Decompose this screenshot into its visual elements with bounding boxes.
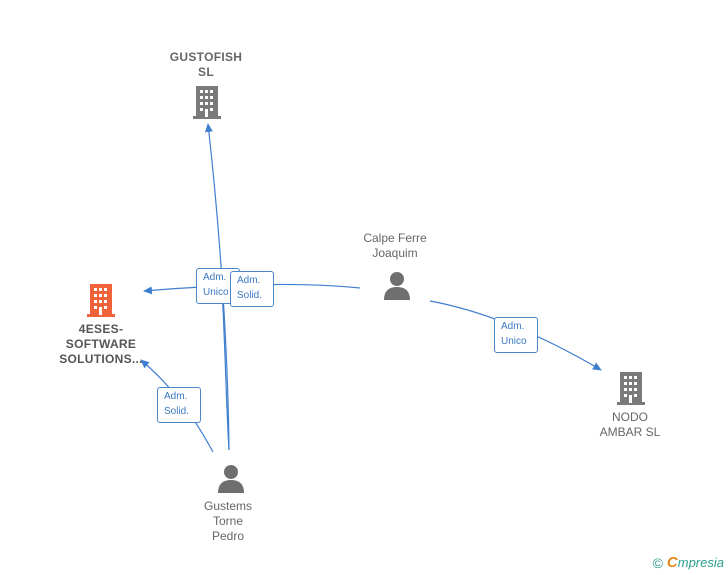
copyright-icon: © (652, 554, 663, 571)
building-icon[interactable] (616, 370, 648, 406)
brand-footer: © Cmpresia (653, 554, 724, 571)
node-label-4eses[interactable]: 4ESES- SOFTWARE SOLUTIONS... (59, 322, 143, 366)
node-label-calpe[interactable]: Calpe Ferre Joaquim (363, 231, 427, 260)
node-label-gustems[interactable]: Gustems Torne Pedro (203, 499, 252, 543)
building-icon[interactable] (192, 84, 224, 120)
person-icon[interactable] (382, 270, 414, 302)
edge-label-adm-solid[interactable]: Adm. Solid. (157, 387, 201, 423)
node-label-gustofish[interactable]: GUSTOFISH SL (169, 50, 243, 79)
edge-label-adm-unico[interactable]: Adm. Unico (494, 317, 538, 353)
building-icon[interactable] (86, 282, 118, 318)
person-icon[interactable] (216, 463, 248, 495)
edge-label-adm-solid[interactable]: Adm. Solid. (230, 271, 274, 307)
node-label-nodo-ambar[interactable]: NODO AMBAR SL (599, 410, 661, 439)
brand-logo: Cmpresia (666, 554, 724, 571)
edge-gustems-4eses-upper (221, 289, 230, 451)
